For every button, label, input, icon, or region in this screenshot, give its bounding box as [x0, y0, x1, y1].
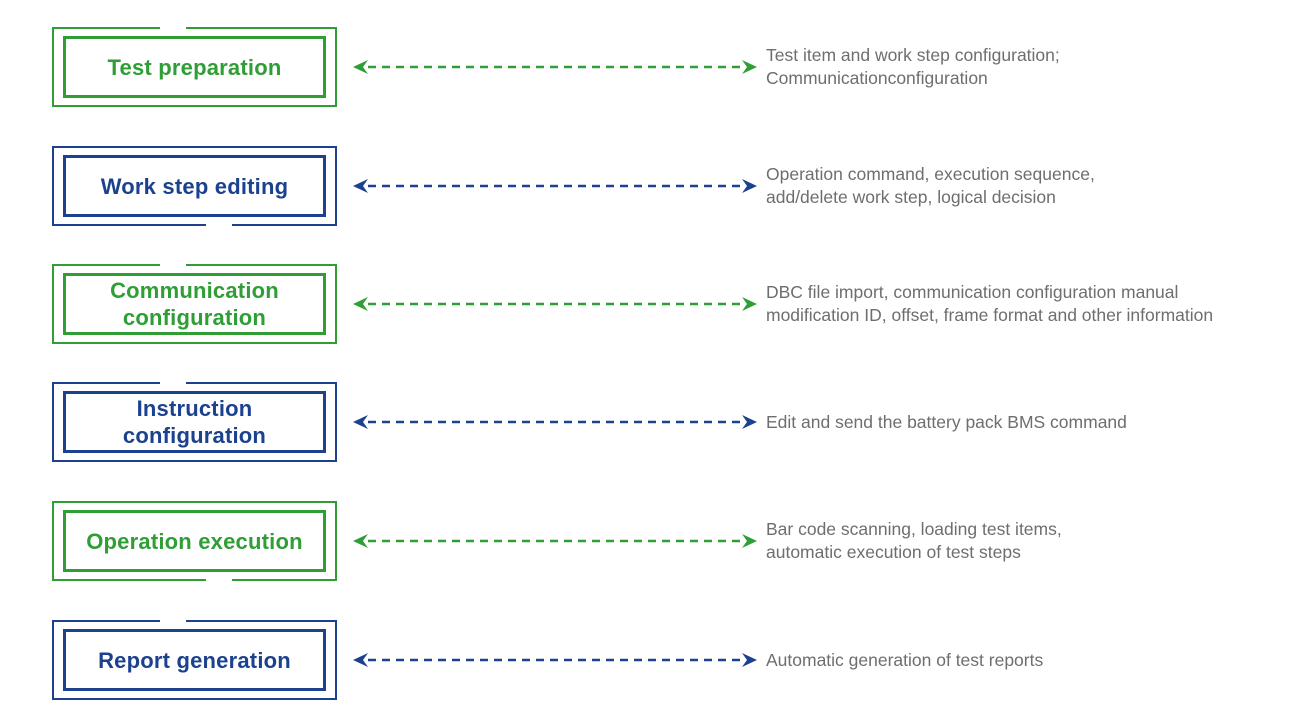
flow-step-description: Bar code scanning, loading test items, a…	[766, 519, 1062, 562]
flow-step-label: Instruction configuration	[122, 396, 267, 448]
bidirectional-dashed-arrow	[353, 179, 757, 193]
bidirectional-dashed-arrow	[353, 297, 757, 311]
box-inner-frame: Work step editing	[63, 155, 326, 217]
box-inner-frame: Instruction configuration	[63, 391, 326, 453]
bidirectional-dashed-arrow	[353, 534, 757, 548]
flow-step-label: Report generation	[98, 647, 291, 673]
flow-row-report-generation: Report generation Automatic generation o…	[52, 619, 1044, 700]
flow-row-operation-execution: Operation execution Bar code scanning, l…	[52, 501, 1062, 582]
flow-step-description: Edit and send the battery pack BMS comma…	[766, 411, 1127, 432]
box-inner-frame: Test preparation	[63, 36, 326, 98]
flow-step-box: Work step editing	[52, 146, 337, 227]
flow-step-box: Report generation	[52, 619, 337, 700]
bidirectional-dashed-arrow	[353, 415, 757, 429]
box-border-gap	[206, 578, 232, 582]
flow-step-label: Operation execution	[86, 528, 303, 554]
box-inner-frame: Report generation	[63, 629, 326, 691]
bidirectional-dashed-arrow	[353, 653, 757, 667]
box-border-gap	[160, 619, 186, 623]
flow-step-box: Communication configuration	[52, 263, 337, 344]
bidirectional-dashed-arrow	[353, 60, 757, 74]
box-inner-frame: Communication configuration	[63, 273, 326, 335]
flow-step-description: Test item and work step configuration; C…	[766, 45, 1060, 88]
flow-step-box: Instruction configuration	[52, 381, 337, 462]
flow-step-box: Test preparation	[52, 26, 337, 107]
flow-step-description: Automatic generation of test reports	[766, 649, 1044, 670]
box-inner-frame: Operation execution	[63, 510, 326, 572]
box-border-gap	[206, 223, 232, 227]
flow-step-box: Operation execution	[52, 501, 337, 582]
flow-step-label: Test preparation	[107, 54, 282, 80]
box-border-gap	[160, 263, 186, 267]
flow-row-work-step-editing: Work step editing Operation command, exe…	[52, 146, 1095, 227]
flow-row-instruction-configuration: Instruction configuration Edit and send …	[52, 381, 1127, 462]
box-border-gap	[160, 26, 186, 30]
flow-step-label: Work step editing	[100, 173, 289, 199]
flow-row-test-preparation: Test preparation Test item and work step…	[52, 26, 1060, 107]
flow-row-communication-configuration: Communication configuration DBC file imp…	[52, 263, 1214, 344]
flow-step-label: Communication configuration	[110, 278, 279, 330]
flow-step-description: DBC file import, communication configura…	[766, 282, 1214, 325]
box-border-gap	[160, 381, 186, 385]
flow-step-description: Operation command, execution sequence, a…	[766, 164, 1095, 207]
